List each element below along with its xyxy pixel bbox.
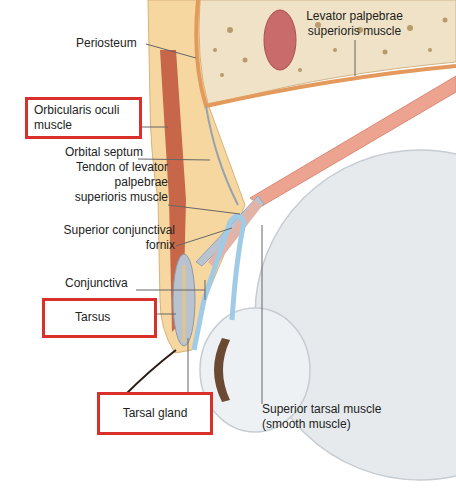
- part-label: Tendon of levator palpebrae superioris m…: [62, 160, 168, 205]
- part-label: Conjunctiva: [65, 276, 155, 291]
- periosteum-layer: [196, 0, 456, 106]
- part-label: Periosteum: [76, 36, 166, 51]
- part-label: Superior conjunctival fornix: [63, 223, 175, 253]
- eyelash: [125, 350, 176, 395]
- highlight-box: Tarsal gland: [97, 392, 213, 435]
- conjunctiva-layer: [194, 216, 244, 350]
- highlight-box: Orbicularis oculi muscle: [25, 97, 142, 139]
- part-label: Levator palpebrae superioris muscle: [292, 9, 417, 39]
- part-label: Superior tarsal muscle (smooth muscle): [262, 402, 412, 432]
- highlight-box: Tarsus: [42, 298, 157, 338]
- tarsus-plate: [173, 254, 195, 346]
- part-name: Orbicularis oculi muscle: [34, 103, 133, 133]
- tarsal-gland-duct: [183, 265, 186, 342]
- part-label: Orbital septum: [65, 145, 165, 160]
- orbital-roof-bone: [198, 0, 456, 104]
- part-name: Tarsus: [75, 310, 154, 325]
- frontal-sinus: [264, 10, 296, 70]
- leader-lines: [136, 40, 355, 404]
- levator-muscle: [250, 76, 456, 206]
- part-name: Tarsal gland: [100, 406, 210, 421]
- orbital-septum-line: [206, 106, 238, 205]
- eyeball: [255, 150, 456, 480]
- iris: [214, 338, 230, 402]
